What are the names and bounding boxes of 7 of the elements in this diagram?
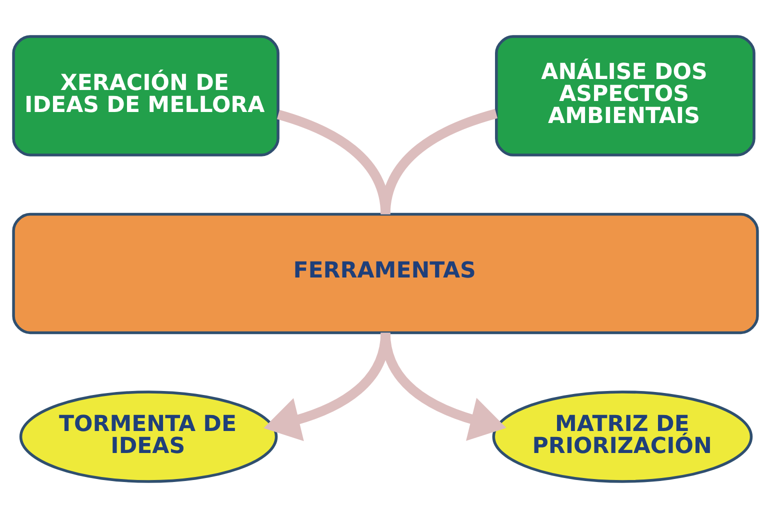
connector: [380, 108, 498, 215]
node-box: XERACIÓN DE IDEAS DE MELLORA: [12, 35, 280, 156]
node-ellipse: MATRIZ DE PRIORIZACIÓN: [492, 390, 753, 483]
node-box: FERRAMENTAS: [12, 212, 759, 334]
node-box: ANÁLISE DOS ASPECTOS AMBIENTAIS: [495, 35, 756, 156]
arrow: [380, 332, 506, 441]
node-ellipse: TORMENTA DE IDEAS: [19, 390, 278, 483]
